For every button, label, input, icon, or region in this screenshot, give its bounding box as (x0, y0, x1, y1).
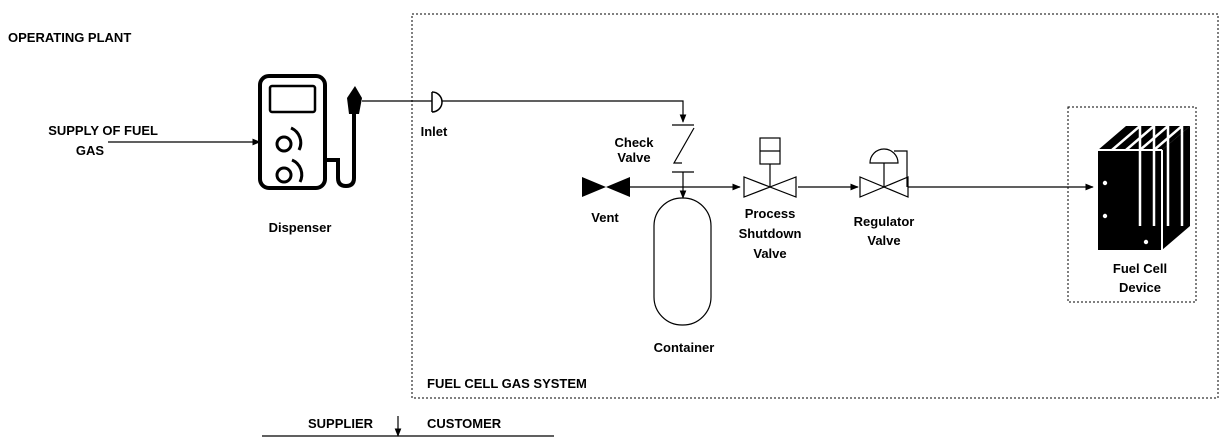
regulator-valve-icon (859, 148, 909, 198)
fuel-cell-gas-system-title: FUEL CELL GAS SYSTEM (427, 376, 587, 391)
supply-label-line2: GAS (76, 143, 105, 158)
vent-valve-icon (582, 177, 630, 197)
dispenser-label: Dispenser (269, 220, 332, 235)
check-valve-icon (672, 124, 695, 187)
process-shutdown-valve-label-line3: Valve (753, 246, 786, 261)
check-valve-label-line1: Check (614, 135, 654, 150)
fuel-cell-label-line1: Fuel Cell (1113, 261, 1167, 276)
actuated-valve-icon (743, 137, 797, 198)
vent-label: Vent (591, 210, 619, 225)
supplier-label: SUPPLIER (308, 416, 374, 431)
regulator-valve-label-line1: Regulator (854, 214, 915, 229)
check-valve-label-line2: Valve (617, 150, 650, 165)
fuel-cell-label-line2: Device (1119, 280, 1161, 295)
container-label: Container (654, 340, 715, 355)
operating-plant-title: OPERATING PLANT (8, 30, 131, 45)
inlet-connector-icon (431, 91, 443, 113)
fuel-cell-device-boundary (1067, 106, 1197, 303)
fuel-cell-gas-system-boundary (411, 13, 1219, 399)
inlet-label: Inlet (421, 124, 448, 139)
process-shutdown-valve-label-line1: Process (745, 206, 796, 221)
fuel-cell-stack-icon (1098, 123, 1190, 250)
inlet-to-check-valve-pipe (442, 100, 687, 123)
supply-label-line1: SUPPLY OF FUEL (48, 123, 158, 138)
process-shutdown-valve-label-line2: Shutdown (739, 226, 802, 241)
regulator-valve-label-line2: Valve (867, 233, 900, 248)
fuel-pump-icon (258, 74, 362, 190)
customer-label: CUSTOMER (427, 416, 502, 431)
pressure-vessel-icon (653, 197, 712, 326)
